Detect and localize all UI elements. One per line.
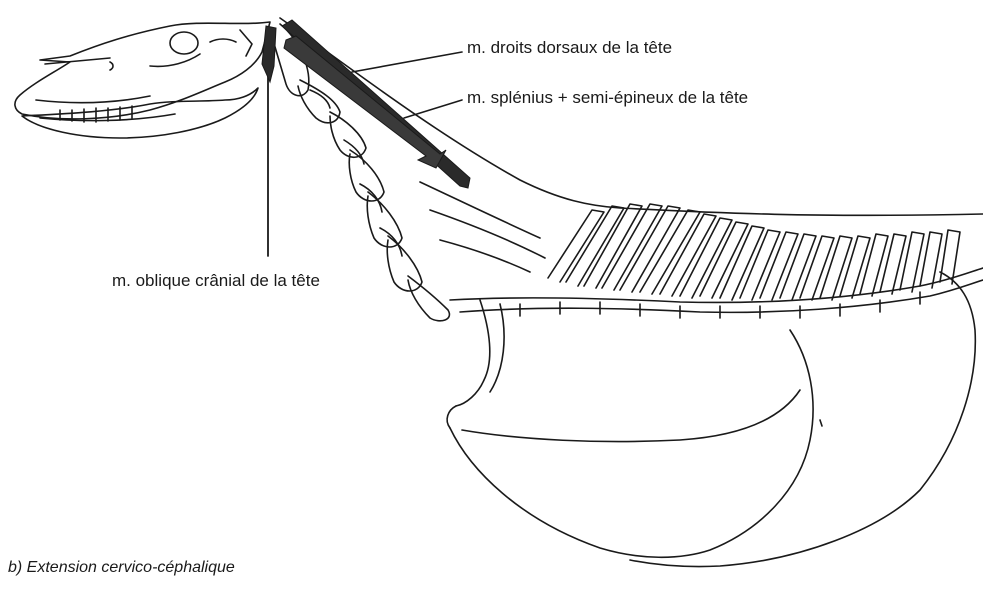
skull: [15, 22, 270, 119]
oblique-arrow-icon: [262, 26, 276, 82]
splenius-arrow-icon: [284, 36, 446, 168]
label-oblique-cranial: m. oblique crânial de la tête: [112, 272, 320, 289]
scapula: [447, 300, 504, 428]
nuchal-contour: [420, 182, 540, 238]
figure-caption: b) Extension cervico-céphalique: [8, 559, 235, 577]
droits-leader: [352, 52, 462, 72]
label-splenius: m. splénius + semi-épineux de la tête: [467, 89, 748, 106]
ribcage-outline: [450, 330, 813, 557]
label-droits-dorsaux: m. droits dorsaux de la tête: [467, 39, 672, 56]
splenius-leader: [404, 100, 462, 118]
thoracic-spines: [548, 204, 960, 300]
